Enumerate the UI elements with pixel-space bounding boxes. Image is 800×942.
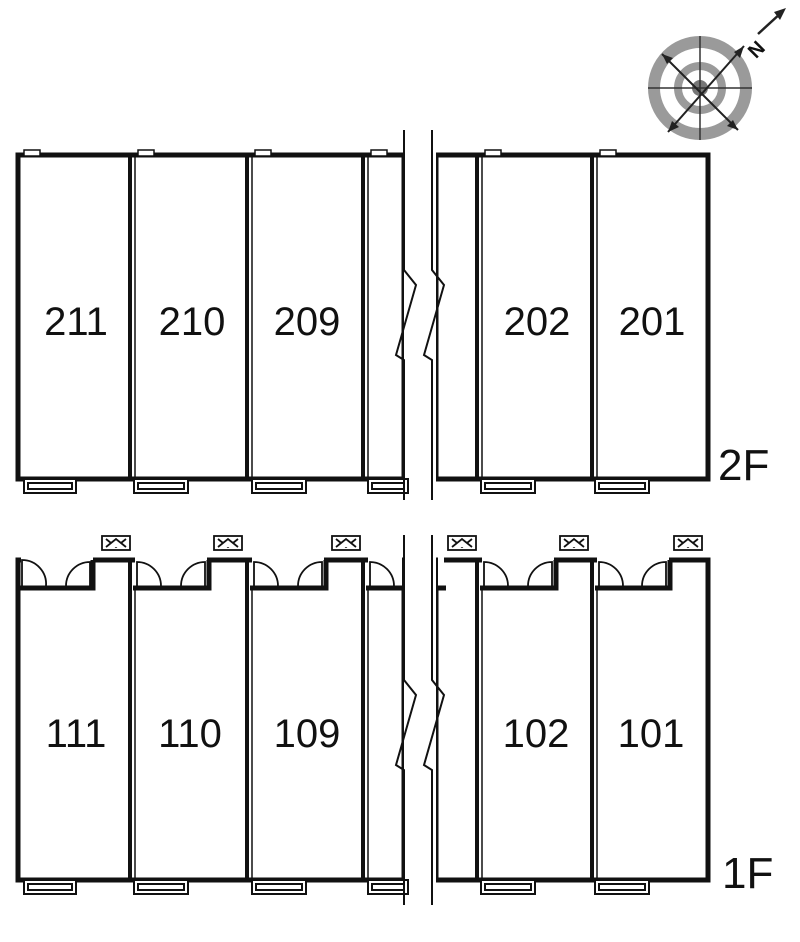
floor-1f [15, 535, 711, 905]
door-swing-icons [21, 559, 667, 587]
unit-label-109: 109 [274, 712, 341, 756]
floor-label-2f: 2F [718, 441, 769, 490]
floor-label-1f: 1F [722, 849, 773, 898]
unit-label-211: 211 [44, 300, 108, 344]
unit-label-202: 202 [504, 300, 571, 344]
unit-label-209: 209 [274, 300, 341, 344]
compass-north-label: N [744, 37, 770, 63]
unit-label-110: 110 [158, 712, 222, 756]
floor-2f [15, 130, 711, 500]
unit-label-111: 111 [46, 712, 107, 756]
meter-box-icons [101, 535, 703, 551]
unit-label-102: 102 [503, 712, 570, 756]
unit-label-101: 101 [618, 712, 685, 756]
unit-label-201: 201 [619, 300, 686, 344]
unit-label-210: 210 [159, 300, 226, 344]
compass-rose-icon [648, 8, 786, 140]
